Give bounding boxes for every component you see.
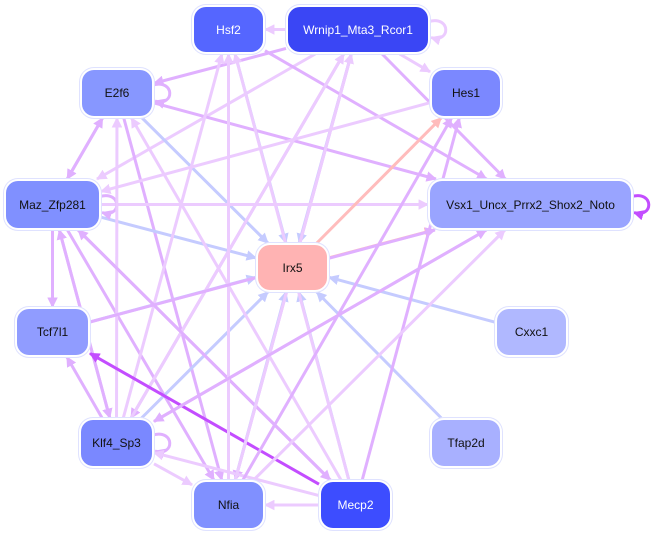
node-mecp2[interactable]: Mecp2	[321, 482, 390, 528]
edge-nfia-to-vsx1	[252, 228, 506, 482]
edge-mecp2-to-maz	[77, 228, 332, 482]
node-nfia[interactable]: Nfia	[194, 482, 263, 528]
edge-maz-to-irx5	[100, 215, 258, 261]
edge-mecp2-to-hes1	[360, 116, 462, 481]
edge-maz-to-e2f6	[65, 117, 104, 180]
edge-e2f6-to-irx5	[141, 116, 269, 245]
edge-mecp2-to-e2f6	[130, 117, 343, 481]
edge-mecp2-to-tcf7l1	[89, 352, 320, 486]
edge-klf4-to-tcf7l1	[65, 356, 104, 419]
edge-wrnip1-to-vsx1	[381, 52, 507, 181]
edge-wrnip1-to-wrnip1	[428, 19, 448, 46]
edge-vsx1-to-klf4	[153, 228, 487, 423]
node-tcf7l1[interactable]: Tcf7l1	[17, 309, 88, 355]
node-irx5[interactable]: Irx5	[258, 245, 327, 290]
node-hsf2[interactable]: Hsf2	[194, 7, 263, 52]
edge-hes1-to-maz	[99, 101, 431, 195]
edge-klf4-to-nfia	[153, 462, 193, 487]
edge-klf4-to-klf4	[152, 432, 172, 459]
edge-klf4-to-wrnip1	[129, 53, 345, 419]
node-cxxc1[interactable]: Cxxc1	[497, 309, 566, 355]
node-tfap2d[interactable]: Tfap2d	[432, 420, 500, 466]
node-e2f6[interactable]: E2f6	[82, 70, 152, 116]
edge-e2f6-to-vsx1	[153, 101, 437, 182]
node-maz-zfp281[interactable]: Maz_Zfp281	[6, 181, 99, 228]
edge-wrnip1-to-hes1	[398, 52, 431, 74]
edge-e2f6-to-e2f6	[152, 82, 172, 109]
node-vsx1-uncx-prrx2-shox2-noto[interactable]: Vsx1_Uncx_Prrx2_Shox2_Noto	[430, 181, 631, 228]
node-hes1[interactable]: Hes1	[432, 70, 500, 116]
edge-klf4-to-hsf2	[121, 52, 225, 419]
edge-nfia-to-hes1	[241, 117, 453, 481]
node-wrnip1-mta3-rcor1[interactable]: Wrnip1_Mta3_Rcor1	[288, 7, 428, 52]
edge-irx5-to-hes1	[315, 116, 443, 245]
node-klf4-sp3[interactable]: Klf4_Sp3	[81, 420, 152, 466]
edge-vsx1-to-vsx1	[631, 194, 651, 221]
